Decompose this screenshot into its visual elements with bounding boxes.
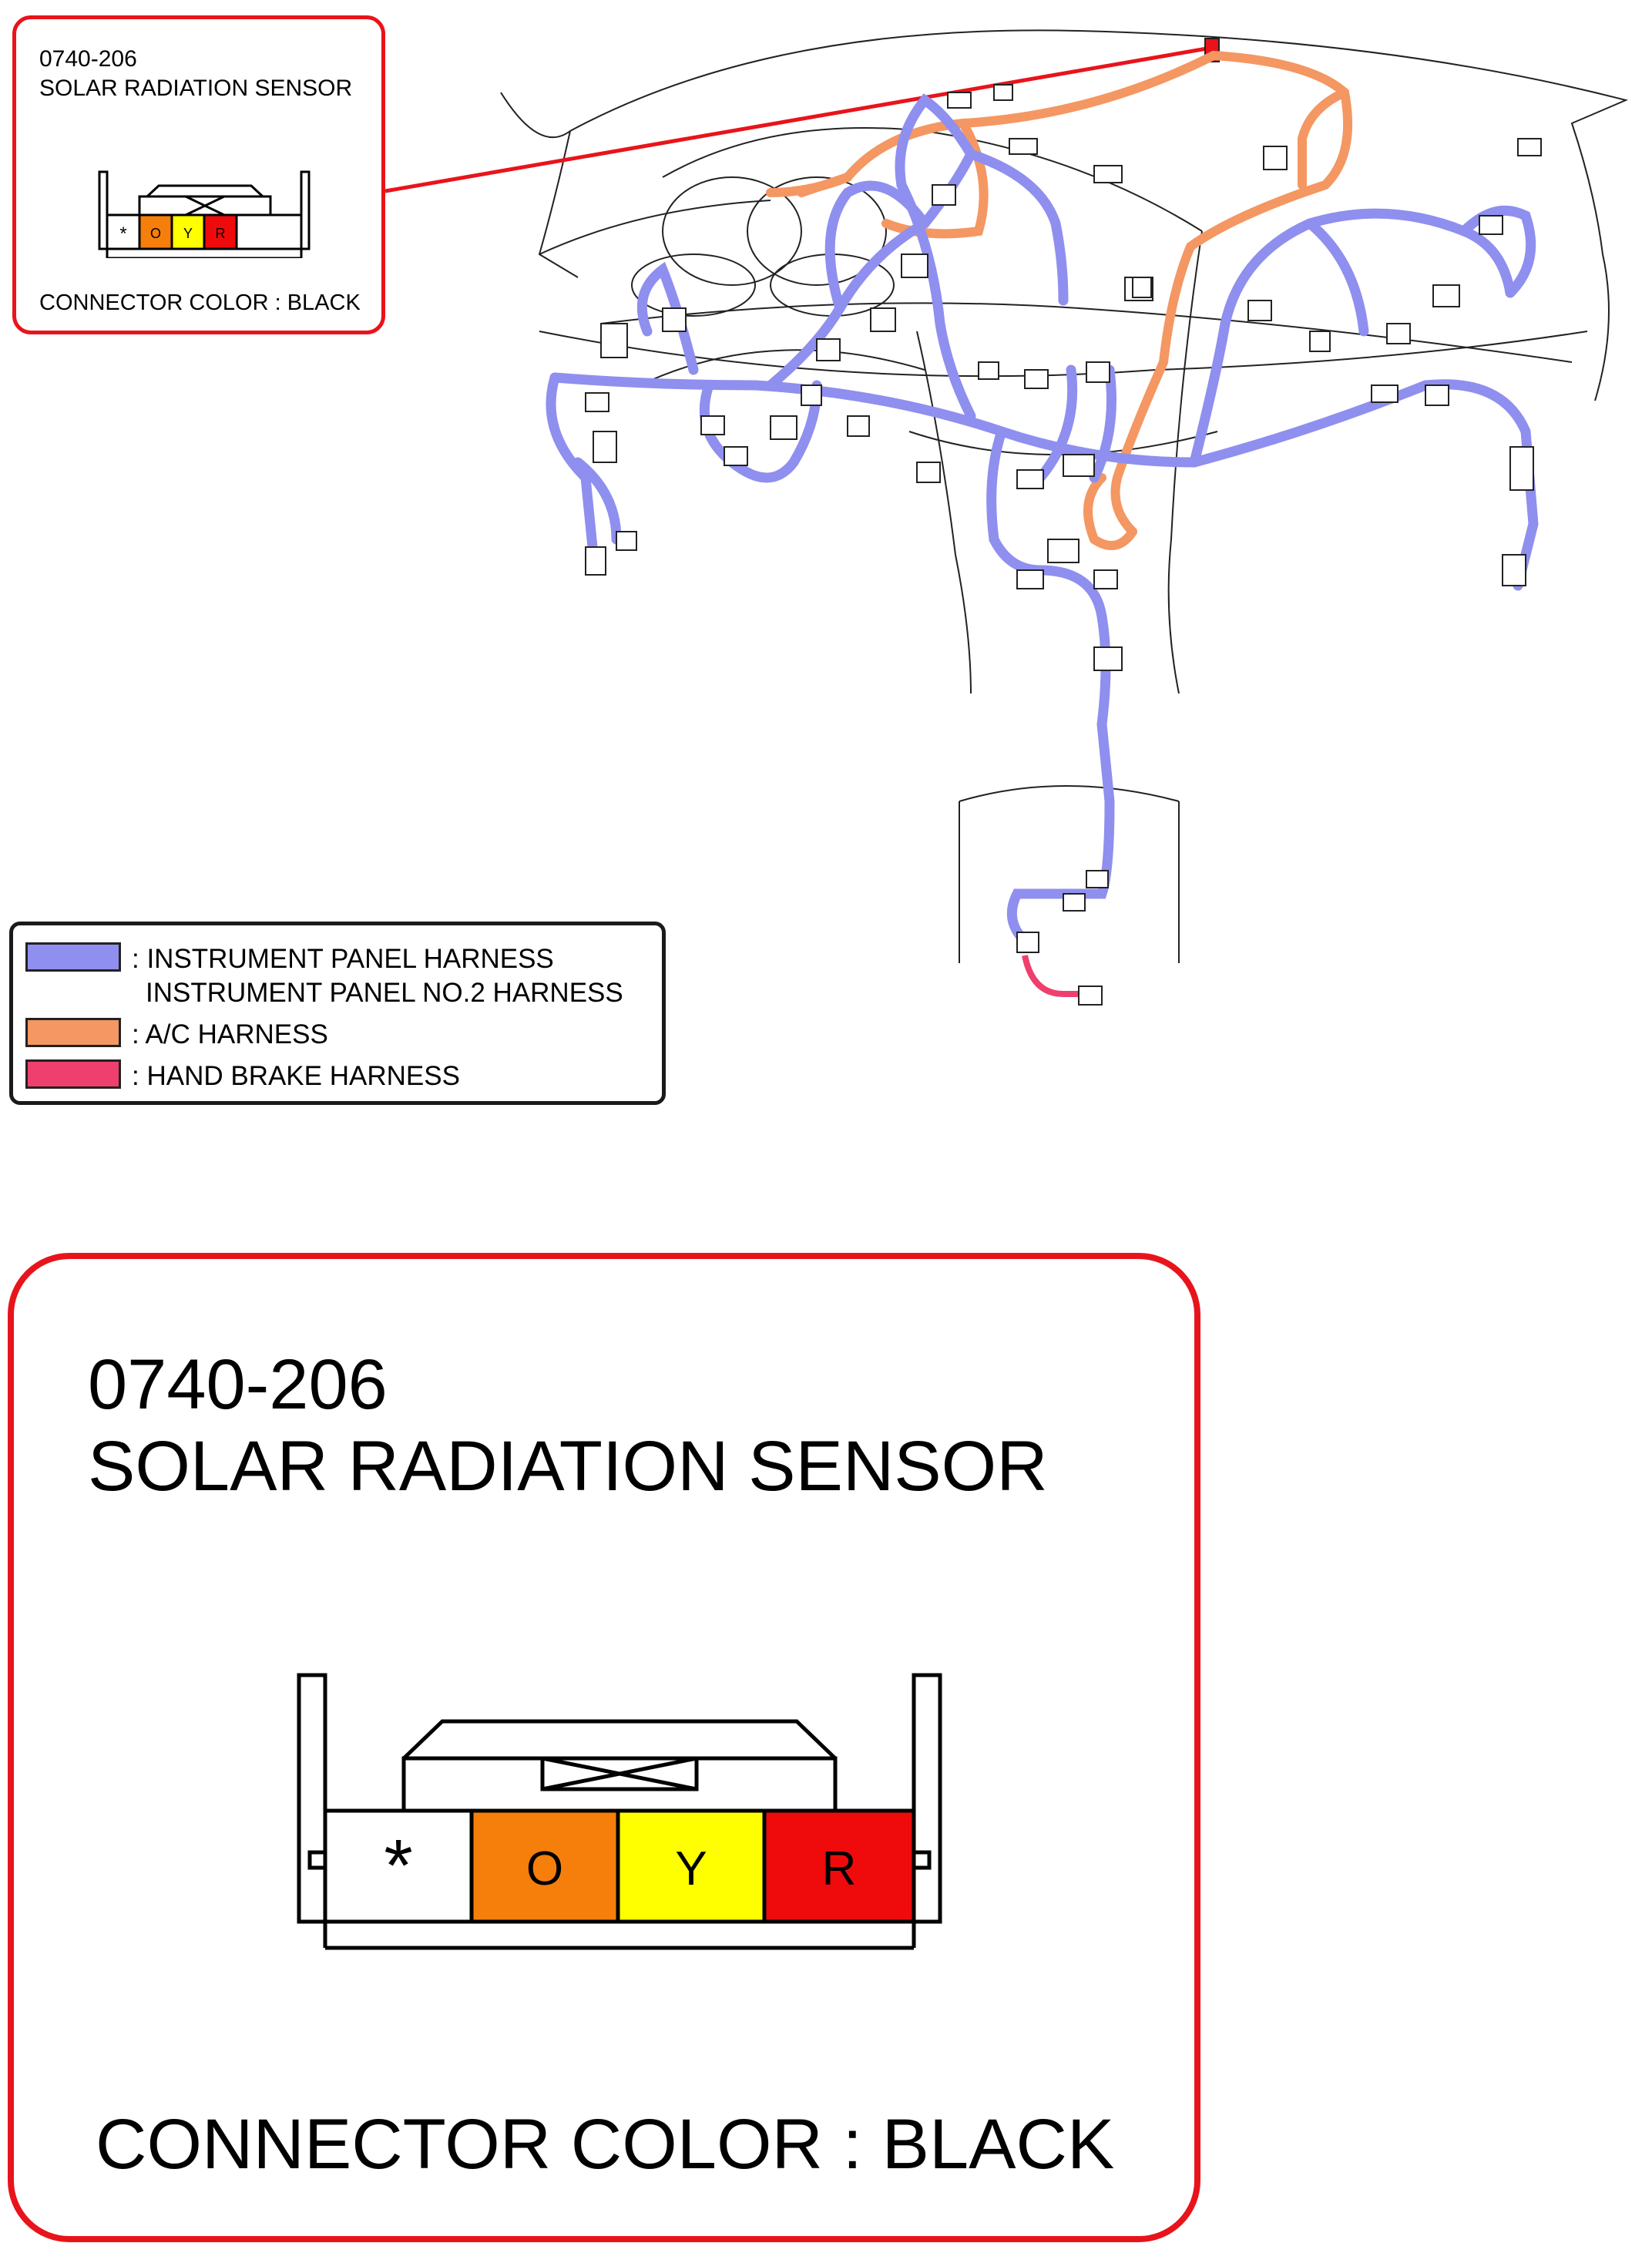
pin-large-2-label: O	[526, 1842, 563, 1895]
connector-face-large: * O Y R	[297, 1673, 942, 1950]
legend-label-instrument-panel-no2: INSTRUMENT PANEL NO.2 HARNESS	[146, 978, 623, 1008]
callout-leader-line	[384, 45, 1212, 193]
legend-swatch-ac	[25, 1018, 121, 1047]
connector-pins-large: * O Y R	[323, 1808, 916, 1924]
legend-item-ac: : A/C HARNESS	[25, 1018, 328, 1053]
pin-large-1-label: *	[384, 1825, 412, 1907]
legend-swatch-hand-brake	[25, 1059, 121, 1089]
legend-swatch-instrument-panel	[25, 942, 121, 972]
legend-label-ac: : A/C HARNESS	[132, 1019, 328, 1049]
pin-large-1	[323, 1808, 474, 1924]
pin-large-3-label: Y	[675, 1842, 707, 1895]
legend-label-hand-brake: : HAND BRAKE HARNESS	[132, 1061, 460, 1091]
pin-large-4-label: R	[822, 1842, 857, 1895]
pin-small-4-label: R	[216, 226, 226, 241]
legend-item-instrument-panel: : INSTRUMENT PANEL HARNESS INSTRUMENT PA…	[25, 942, 623, 1008]
pin-small-3-label: Y	[183, 226, 193, 241]
dashboard-outline	[500, 29, 1629, 963]
pin-small-1-label: *	[119, 223, 126, 244]
connector-name-small: SOLAR RADIATION SENSOR	[39, 76, 353, 101]
harness-connectors	[585, 84, 1542, 1006]
hand-brake-harness-wire	[1022, 955, 1086, 997]
pin-large-3	[616, 1808, 767, 1924]
connector-name-large: SOLAR RADIATION SENSOR	[88, 1427, 1048, 1506]
pin-small-4	[203, 213, 238, 250]
pin-small-3	[170, 213, 206, 250]
connector-color-large: CONNECTOR COLOR : BLACK	[96, 2105, 1115, 2184]
harness-legend: : INSTRUMENT PANEL HARNESS INSTRUMENT PA…	[9, 922, 666, 1105]
harness-diagram	[384, 29, 1629, 1006]
legend-label-instrument-panel: : INSTRUMENT PANEL HARNESS	[132, 944, 554, 974]
connector-color-small: CONNECTOR COLOR : BLACK	[39, 290, 361, 315]
connector-code-large: 0740-206	[88, 1345, 388, 1424]
connector-callout-small: 0740-206 SOLAR RADIATION SENSOR * O Y R …	[12, 15, 385, 334]
connector-callout-large: 0740-206 SOLAR RADIATION SENSOR * O Y R	[8, 1253, 1200, 2242]
connector-code-small: 0740-206	[39, 46, 137, 72]
legend-item-hand-brake: : HAND BRAKE HARNESS	[25, 1059, 460, 1095]
connector-face-small: * O Y R	[98, 170, 311, 258]
pin-large-4	[762, 1808, 916, 1924]
connector-pins-small: * O Y R	[106, 213, 238, 250]
pin-small-2	[138, 213, 173, 250]
pin-large-2	[469, 1808, 620, 1924]
instrument-panel-harness-wires	[546, 93, 1539, 953]
pin-small-2-label: O	[150, 226, 161, 241]
